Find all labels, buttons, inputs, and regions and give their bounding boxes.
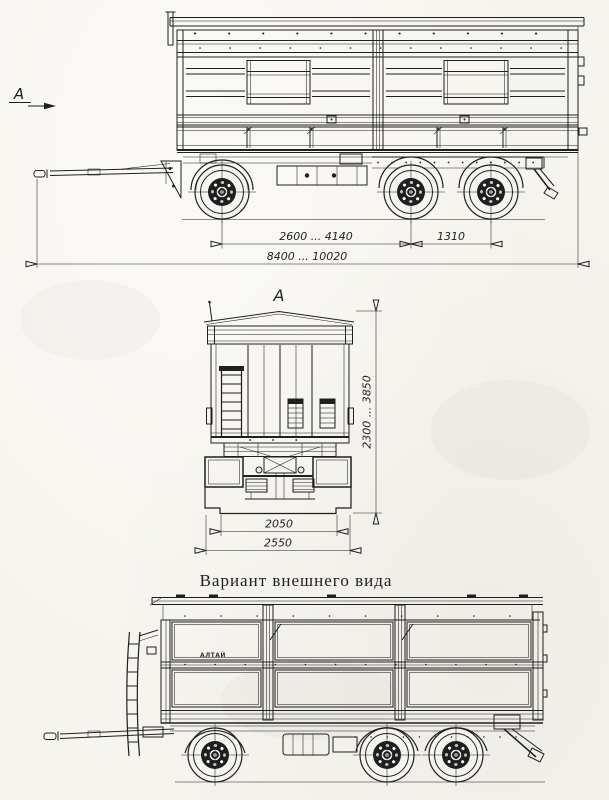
rear-body: [203, 300, 355, 444]
front-ladder: [126, 629, 159, 757]
chassis: [177, 152, 578, 220]
side-view-dimensions: 2600 ... 4140 1310 8400 ... 10020: [25, 26, 590, 268]
variant-view-drawing: АЛТАЙ: [43, 594, 548, 788]
rear-ladder: [219, 366, 244, 438]
side-view-drawing: A: [9, 11, 590, 268]
dim-overall-width: 2550: [264, 537, 292, 550]
view-direction-arrow: A: [9, 85, 56, 110]
rear-underframe: [204, 442, 352, 515]
variant-middle-wheel: [351, 722, 423, 788]
fenders: [190, 156, 524, 191]
dim-bogie-spacing: 1310: [437, 230, 465, 243]
variant-front-wheel: [179, 722, 251, 788]
rear-wheel: [455, 159, 527, 225]
panel-frame: [246, 60, 509, 105]
rear-view-drawing: A: [194, 286, 382, 555]
variant-chassis: [43, 714, 545, 783]
variant-fenders: [184, 727, 521, 754]
variant-view-title: Вариант внешнего вида: [200, 571, 393, 590]
dim-axle-spread: 2600 ... 4140: [279, 230, 352, 243]
lower-panel-dividers: [243, 126, 509, 148]
dim-overall-length: 8400 ... 10020: [267, 250, 347, 263]
drawbar: [33, 160, 182, 199]
variant-body: АЛТАЙ: [146, 594, 548, 724]
middle-wheel: [375, 159, 447, 225]
rear-view-label: A: [273, 286, 285, 305]
brand-label: АЛТАЙ: [200, 651, 226, 659]
view-direction-label: A: [13, 85, 24, 103]
scan-smudge: [20, 280, 160, 360]
variant-rear-wheel: [420, 722, 492, 788]
rear-view-dimensions: 2300 ... 3850 2050 2550: [194, 299, 382, 555]
dim-height: 2300 ... 3850: [361, 375, 374, 448]
scan-smudge: [430, 380, 590, 480]
cargo-body: [165, 11, 588, 151]
tarp-posts: [287, 398, 336, 429]
scan-smudge: [220, 660, 400, 740]
dim-platform-width: 2050: [265, 518, 293, 531]
